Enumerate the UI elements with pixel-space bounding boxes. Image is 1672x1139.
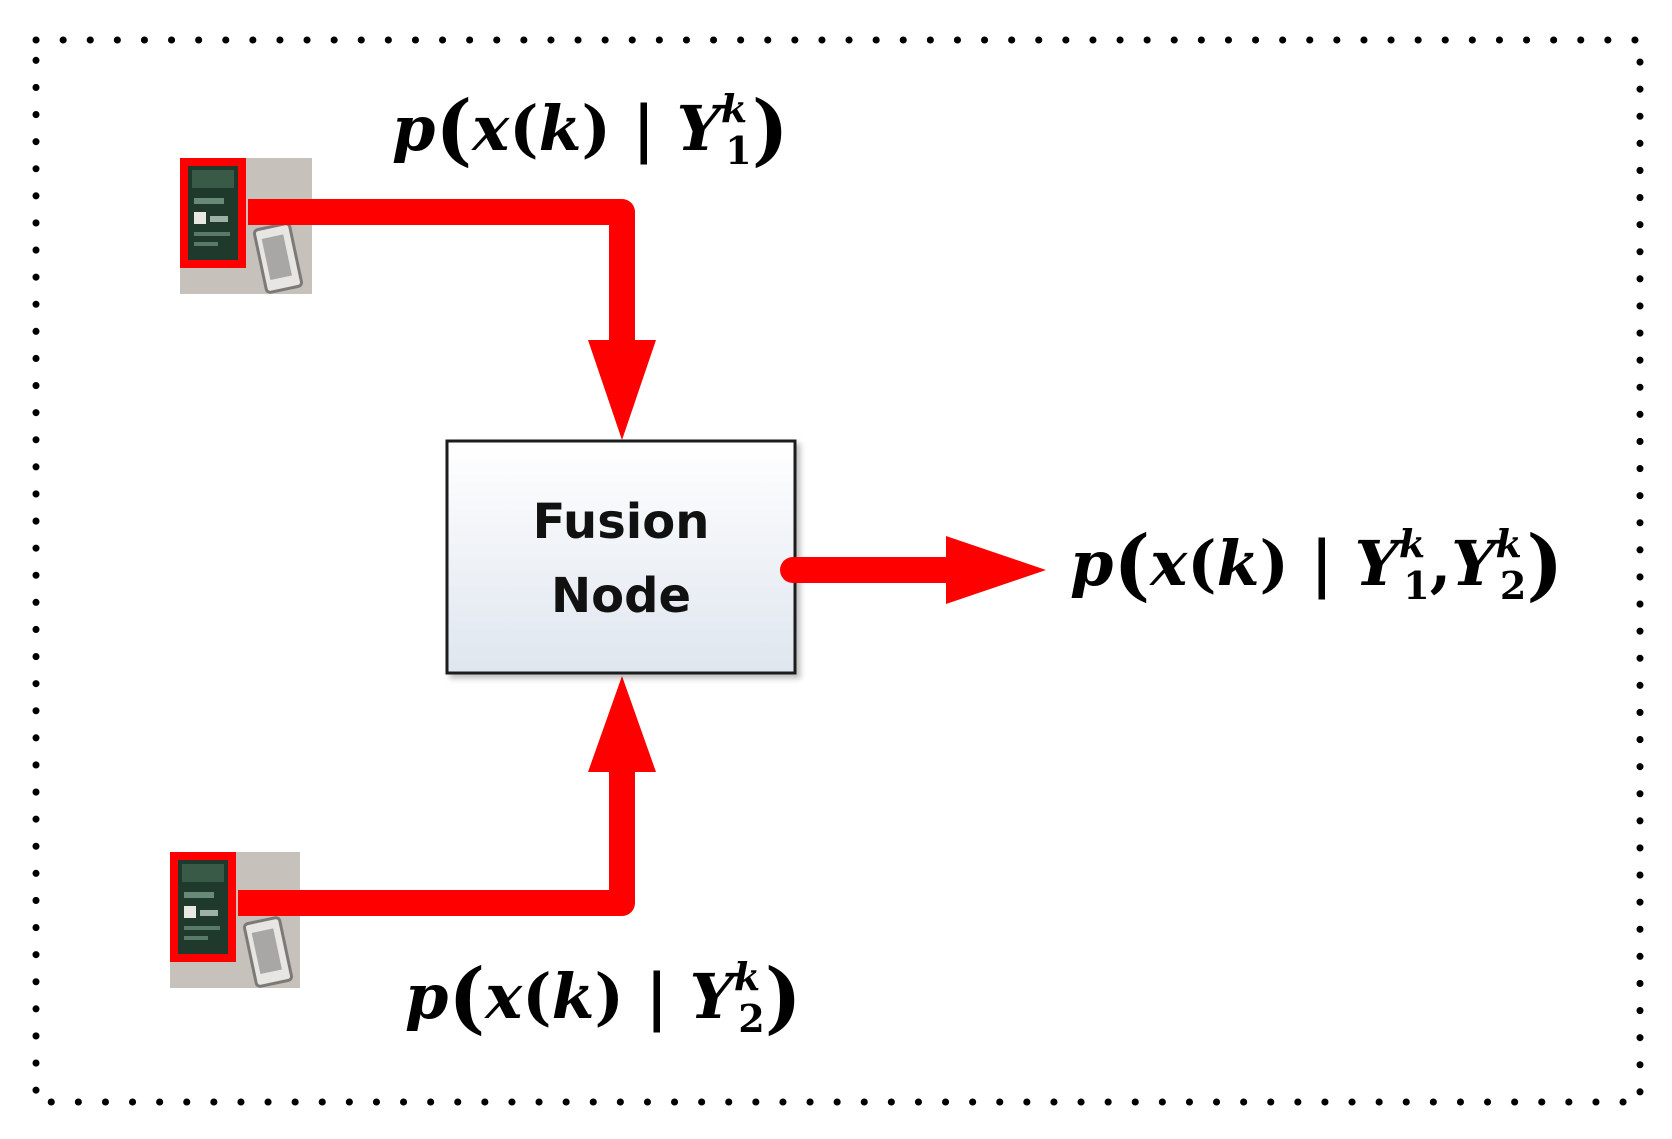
sensor-1-label-sub: 1 xyxy=(725,128,751,173)
sensor-2-label-arg: k xyxy=(552,960,595,1033)
sensor-1-label-arg: k xyxy=(539,92,582,165)
sensor-board-icon xyxy=(170,852,300,988)
sensor-1-label-var: x xyxy=(470,92,510,165)
svg-text:p(x(k) | Yk1,Yk2): p(x(k) | Yk1,Yk2) xyxy=(1070,519,1563,610)
arrow-node-to-output xyxy=(780,536,1046,604)
output-label-sup1: k xyxy=(1399,521,1425,566)
svg-text:p(x(k) | Yk2): p(x(k) | Yk2) xyxy=(405,952,802,1043)
fusion-node-label-line2: Node xyxy=(551,568,691,624)
output-label-func: p xyxy=(1070,527,1113,600)
sensor-1-label-cond: Y xyxy=(677,92,727,165)
sensor-board-icon xyxy=(180,158,312,294)
output-label-arg: k xyxy=(1217,527,1260,600)
sensor-2 xyxy=(170,852,300,988)
output-label-cond1: Y xyxy=(1355,527,1405,600)
svg-text:p(x(k) | Yk1): p(x(k) | Yk1) xyxy=(392,84,789,175)
fusion-node-label-line1: Fusion xyxy=(533,494,710,550)
system-boundary xyxy=(32,36,1644,1106)
sensor-2-label-cond: Y xyxy=(690,960,740,1033)
sensor-1-label-sup: k xyxy=(721,86,747,131)
fusion-node: Fusion Node xyxy=(445,439,797,675)
sensor-2-label-var: x xyxy=(483,960,523,1033)
output-label-sub2: 2 xyxy=(1500,563,1526,608)
output-label-cond2: Y xyxy=(1451,527,1501,600)
arrow-sensor1-to-node xyxy=(248,199,656,440)
sensor-2-label-sup: k xyxy=(734,954,760,999)
output-label-sup2: k xyxy=(1496,521,1522,566)
sensor-1 xyxy=(180,158,312,294)
sensor-1-label-func: p xyxy=(392,92,435,165)
output-label-sub1: 1 xyxy=(1403,563,1429,608)
sensor-2-label-func: p xyxy=(405,960,448,1033)
output-label-var: x xyxy=(1148,527,1188,600)
arrow-sensor2-to-node xyxy=(238,676,656,916)
sensor-2-label-sub: 2 xyxy=(738,996,764,1041)
